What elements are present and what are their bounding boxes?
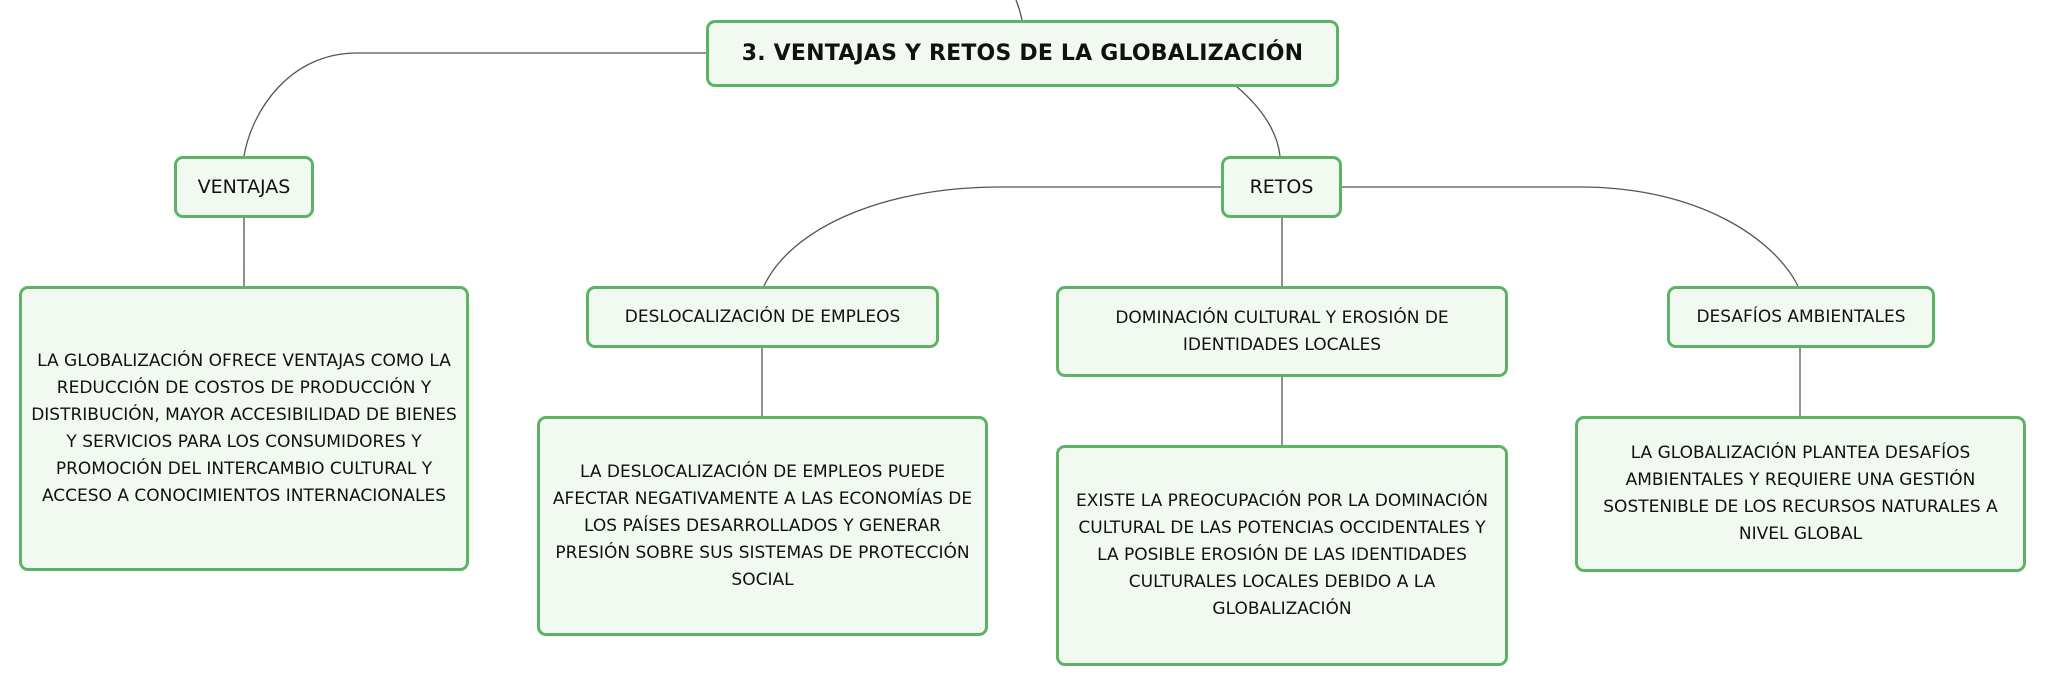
retos-node[interactable]: RETOS bbox=[1221, 156, 1342, 218]
dominacion-description: EXISTE LA PREOCUPACIÓN POR LA DOMINACIÓN… bbox=[1076, 491, 1488, 619]
connector-root-ventajas bbox=[243, 52, 707, 157]
connector-retos-desafios bbox=[1341, 186, 1799, 287]
root-label: 3. VENTAJAS Y RETOS DE LA GLOBALIZACIÓN bbox=[741, 41, 1304, 66]
dominacion-node[interactable]: DOMINACIÓN CULTURAL Y EROSIÓN DE IDENTID… bbox=[1056, 286, 1508, 377]
root-node[interactable]: 3. VENTAJAS Y RETOS DE LA GLOBALIZACIÓN bbox=[706, 20, 1339, 87]
connector-retos-deslocalizacion bbox=[763, 186, 1222, 287]
connector-parent-root bbox=[1015, 0, 1023, 21]
ventajas-description-node[interactable]: LA GLOBALIZACIÓN OFRECE VENTAJAS COMO LA… bbox=[19, 286, 469, 571]
desafios-description: LA GLOBALIZACIÓN PLANTEA DESAFÍOS AMBIEN… bbox=[1603, 443, 1998, 544]
ventajas-description: LA GLOBALIZACIÓN OFRECE VENTAJAS COMO LA… bbox=[31, 350, 457, 506]
ventajas-node[interactable]: VENTAJAS bbox=[174, 156, 314, 218]
deslocalizacion-description: LA DESLOCALIZACIÓN DE EMPLEOS PUEDE AFEC… bbox=[552, 461, 973, 590]
desafios-node[interactable]: DESAFÍOS AMBIENTALES bbox=[1667, 286, 1935, 348]
deslocalizacion-node[interactable]: DESLOCALIZACIÓN DE EMPLEOS bbox=[586, 286, 939, 348]
dominacion-label: DOMINACIÓN CULTURAL Y EROSIÓN DE IDENTID… bbox=[1115, 307, 1449, 355]
deslocalizacion-description-node[interactable]: LA DESLOCALIZACIÓN DE EMPLEOS PUEDE AFEC… bbox=[537, 416, 988, 636]
retos-label: RETOS bbox=[1249, 176, 1314, 198]
desafios-label: DESAFÍOS AMBIENTALES bbox=[1696, 306, 1906, 327]
ventajas-label: VENTAJAS bbox=[197, 176, 291, 198]
dominacion-description-node[interactable]: EXISTE LA PREOCUPACIÓN POR LA DOMINACIÓN… bbox=[1056, 445, 1508, 666]
deslocalizacion-label: DESLOCALIZACIÓN DE EMPLEOS bbox=[624, 306, 901, 327]
desafios-description-node[interactable]: LA GLOBALIZACIÓN PLANTEA DESAFÍOS AMBIEN… bbox=[1575, 416, 2026, 572]
connector-root-retos bbox=[1235, 85, 1281, 157]
